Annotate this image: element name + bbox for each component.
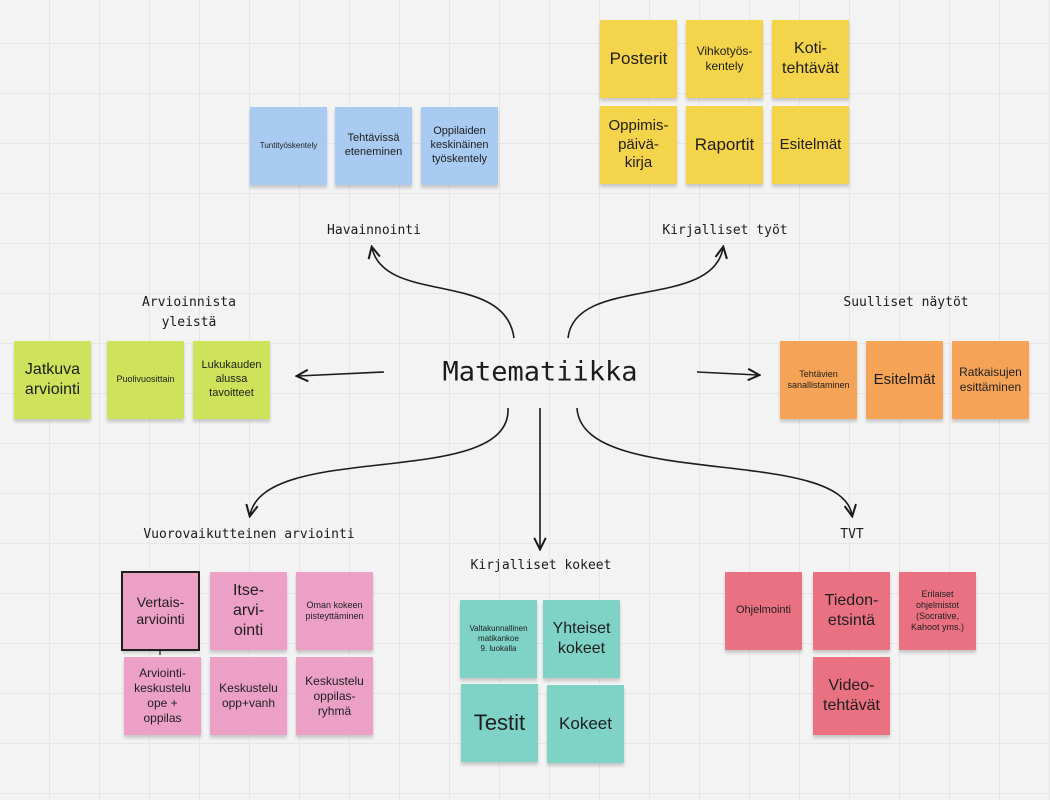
arrow-to-suulliset-naytot <box>696 372 758 375</box>
sticky-note[interactable]: Tuntityöskentely <box>250 107 327 185</box>
arrow-to-havainnointi <box>372 248 515 339</box>
sticky-note[interactable]: Itse- arvi- ointi <box>210 572 287 650</box>
sticky-note[interactable]: Yhteiset kokeet <box>543 600 620 678</box>
sticky-note[interactable]: Koti- tehtävät <box>772 20 849 98</box>
sticky-note[interactable]: Oman kokeen pisteyttäminen <box>296 572 373 650</box>
category-label-kirjalliset-tyot[interactable]: Kirjalliset työt <box>662 223 788 238</box>
sticky-note[interactable]: Arviointi- keskustelu ope + oppilas <box>124 657 201 735</box>
sticky-note[interactable]: Ratkaisujen esittäminen <box>952 341 1029 419</box>
arrow-to-arvioinnista-yleista <box>298 372 385 376</box>
sticky-note[interactable]: Tehtävien sanallistaminen <box>780 341 857 419</box>
center-topic[interactable]: Matematiikka <box>442 356 638 388</box>
arrow-to-kirjalliset-tyot <box>567 248 723 339</box>
sticky-note[interactable]: Puolivuosittain <box>107 341 184 419</box>
sticky-note[interactable]: Posterit <box>600 20 677 98</box>
sticky-note[interactable]: Esitelmät <box>866 341 943 419</box>
sticky-note[interactable]: Valtakunnallinen matikankoe 9. luokalla <box>460 600 537 678</box>
sticky-note[interactable]: Esitelmät <box>772 106 849 184</box>
sticky-note[interactable]: Oppilaiden keskinäinen työskentely <box>421 107 498 185</box>
sticky-note[interactable]: Raportit <box>686 106 763 184</box>
category-label-vuorovaikutteinen[interactable]: Vuorovaikutteinen arviointi <box>143 527 355 542</box>
sticky-note[interactable]: Video- tehtävät <box>813 657 890 735</box>
arrow-to-vuorovaikutteinen <box>250 407 509 515</box>
category-label-suulliset-naytot[interactable]: Suulliset näytöt <box>843 295 969 310</box>
category-label-havainnointi[interactable]: Havainnointi <box>327 223 421 238</box>
sticky-note[interactable]: Tehtävissä eteneminen <box>335 107 412 185</box>
sticky-note[interactable]: Vihkotyös- kentely <box>686 20 763 98</box>
sticky-note[interactable]: Testit <box>461 684 538 762</box>
category-label-arvioinnista-yleista[interactable]: Arvioinnista yleistä <box>142 295 236 330</box>
sticky-note[interactable]: Oppimis- päivä- kirja <box>600 106 677 184</box>
sticky-note[interactable]: Kokeet <box>547 685 624 763</box>
sticky-note[interactable]: Tiedon- etsintä <box>813 572 890 650</box>
arrow-to-tvt <box>576 407 852 515</box>
sticky-note[interactable]: Ohjelmointi <box>725 572 802 650</box>
sticky-note[interactable]: Keskustelu oppilas- ryhmä <box>296 657 373 735</box>
sticky-note[interactable]: Jatkuva arviointi <box>14 341 91 419</box>
category-label-kirjalliset-kokeet[interactable]: Kirjalliset kokeet <box>470 558 612 573</box>
sticky-note[interactable]: Lukukauden alussa tavoitteet <box>193 341 270 419</box>
sticky-note[interactable]: Keskustelu opp+vanh <box>210 657 287 735</box>
sticky-note[interactable]: Erilaiset ohjelmistot (Socrative, Kahoot… <box>899 572 976 650</box>
category-label-tvt[interactable]: TVT <box>840 527 864 542</box>
sticky-note-selected[interactable]: Vertais- arviointi <box>121 571 200 651</box>
